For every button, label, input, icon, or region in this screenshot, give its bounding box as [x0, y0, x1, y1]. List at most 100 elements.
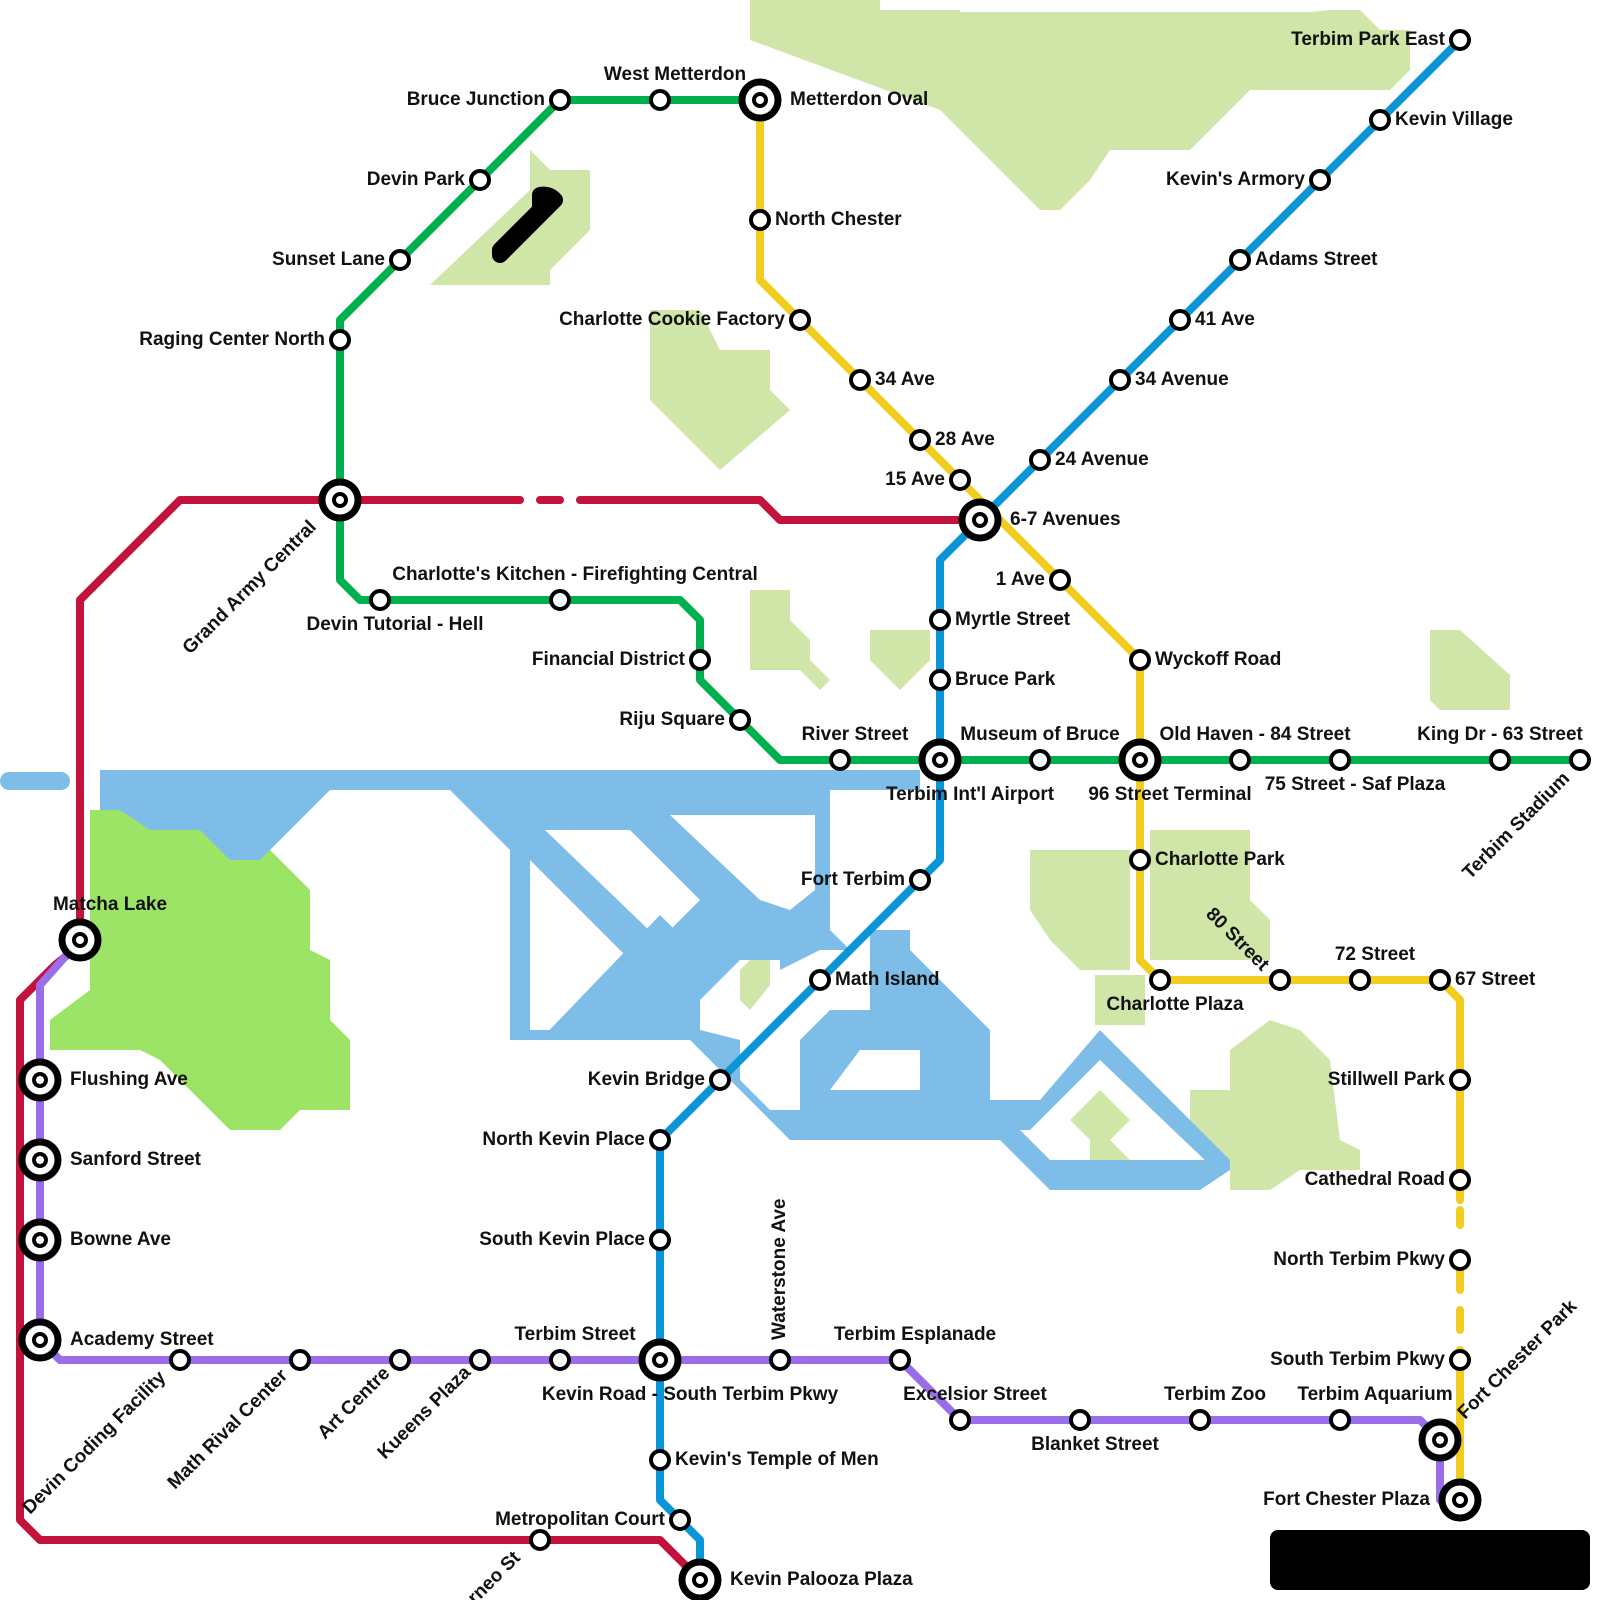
station-king-dr[interactable]: [1489, 749, 1511, 771]
label-king-dr: King Dr - 63 Street: [1417, 724, 1583, 745]
station-math-island[interactable]: [809, 969, 831, 991]
label-bruce-park: Bruce Park: [955, 669, 1056, 690]
station-wyckoff-road[interactable]: [1129, 649, 1151, 671]
water-diagonal-2: [640, 790, 770, 920]
hub-fort-chester-park[interactable]: [1418, 1418, 1462, 1462]
station-15-ave[interactable]: [949, 469, 971, 491]
station-kevin-bridge[interactable]: [709, 1069, 731, 1091]
label-terbim-park-east: Terbim Park East: [1291, 29, 1446, 50]
label-financial-district: Financial District: [532, 649, 686, 670]
station-charlotte-park[interactable]: [1129, 849, 1151, 871]
label-34-avenue: 34 Avenue: [1135, 369, 1229, 390]
hub-metterdon-oval[interactable]: [738, 78, 782, 122]
station-1-ave[interactable]: [1049, 569, 1071, 591]
station-excelsior-street[interactable]: [949, 1409, 971, 1431]
station-terbim-street[interactable]: [549, 1349, 571, 1371]
station-34-ave[interactable]: [849, 369, 871, 391]
park-charlotte-west: [1030, 850, 1130, 970]
station-metropolitan-court[interactable]: [669, 1509, 691, 1531]
label-34-ave: 34 Ave: [875, 369, 935, 390]
station-kueens-plaza[interactable]: [469, 1349, 491, 1371]
station-riju-square[interactable]: [729, 709, 751, 731]
hub-flushing-ave[interactable]: [18, 1058, 62, 1102]
water-lake-west-bank: [510, 830, 530, 1040]
station-80-street[interactable]: [1269, 969, 1291, 991]
station-kevin-village[interactable]: [1369, 109, 1391, 131]
label-96-street-terminal: 96 Street Terminal: [1088, 784, 1251, 805]
park-small-a: [750, 590, 830, 690]
yellow-line: [756, 96, 1464, 1204]
station-stillwell-park[interactable]: [1449, 1069, 1471, 1091]
hub-six-seven-avenues[interactable]: [958, 498, 1002, 542]
station-devin-tutorial[interactable]: [369, 589, 391, 611]
station-charlotte-cookie-factory[interactable]: [789, 309, 811, 331]
label-metterdon-oval: Metterdon Oval: [790, 89, 928, 110]
station-bruce-junction[interactable]: [549, 89, 571, 111]
station-kevins-armory[interactable]: [1309, 169, 1331, 191]
station-terbim-park-east[interactable]: [1449, 29, 1471, 51]
station-river-street[interactable]: [829, 749, 851, 771]
station-devin-coding[interactable]: [169, 1349, 191, 1371]
hub-kevin-road[interactable]: [638, 1338, 682, 1382]
label-cathedral-road: Cathedral Road: [1305, 1169, 1445, 1190]
station-75-street[interactable]: [1329, 749, 1351, 771]
station-adams-street[interactable]: [1229, 249, 1251, 271]
station-north-kevin-place[interactable]: [649, 1129, 671, 1151]
station-67-street[interactable]: [1429, 969, 1451, 991]
station-borneo-st[interactable]: [529, 1529, 551, 1551]
station-west-metterdon[interactable]: [649, 89, 671, 111]
station-south-terbim-pkwy[interactable]: [1449, 1349, 1471, 1371]
hub-kevin-palooza-plaza[interactable]: [678, 1558, 722, 1600]
station-financial-district[interactable]: [689, 649, 711, 671]
label-kevins-temple: Kevin's Temple of Men: [675, 1449, 879, 1470]
label-devin-tutorial: Devin Tutorial - Hell: [306, 614, 483, 635]
water-basin-hole: [830, 1050, 920, 1090]
station-28-ave[interactable]: [909, 429, 931, 451]
hub-96-street-terminal[interactable]: [1118, 738, 1162, 782]
hub-grand-army-central[interactable]: [318, 478, 362, 522]
station-raging-center-north[interactable]: [329, 329, 351, 351]
station-blanket-street[interactable]: [1069, 1409, 1091, 1431]
hub-bowne-ave[interactable]: [18, 1218, 62, 1262]
station-waterstone-ave[interactable]: [769, 1349, 791, 1371]
hub-terbim-intl-airport[interactable]: [918, 738, 962, 782]
station-myrtle-street[interactable]: [929, 609, 951, 631]
label-river-street: River Street: [802, 724, 909, 745]
station-41-ave[interactable]: [1169, 309, 1191, 331]
station-museum-of-bruce[interactable]: [1029, 749, 1051, 771]
hub-sanford-street[interactable]: [18, 1138, 62, 1182]
station-art-centre[interactable]: [389, 1349, 411, 1371]
label-72-street: 72 Street: [1335, 944, 1416, 965]
station-north-chester[interactable]: [749, 209, 771, 231]
label-67-street: 67 Street: [1455, 969, 1536, 990]
station-kevins-temple[interactable]: [649, 1449, 671, 1471]
station-north-terbim-pkwy[interactable]: [1449, 1249, 1471, 1271]
station-bruce-park[interactable]: [929, 669, 951, 691]
station-charlotte-plaza[interactable]: [1149, 969, 1171, 991]
station-terbim-stadium[interactable]: [1569, 749, 1591, 771]
water-basin: [800, 930, 1230, 1165]
station-terbim-zoo[interactable]: [1189, 1409, 1211, 1431]
label-art-centre: Art Centre: [314, 1363, 395, 1444]
station-terbim-aquarium[interactable]: [1329, 1409, 1351, 1431]
hub-fort-chester-plaza[interactable]: [1438, 1478, 1482, 1522]
station-math-rival[interactable]: [289, 1349, 311, 1371]
parks-layer: [430, 0, 1510, 1190]
station-devin-park[interactable]: [469, 169, 491, 191]
label-terbim-aquarium: Terbim Aquarium: [1297, 1384, 1452, 1405]
station-old-haven[interactable]: [1229, 749, 1251, 771]
station-34-avenue[interactable]: [1109, 369, 1131, 391]
station-charlottes-kitchen[interactable]: [549, 589, 571, 611]
station-south-kevin-place[interactable]: [649, 1229, 671, 1251]
station-cathedral-road[interactable]: [1449, 1169, 1471, 1191]
station-24-avenue[interactable]: [1029, 449, 1051, 471]
hub-academy-street[interactable]: [18, 1318, 62, 1362]
label-kevin-palooza-plaza: Kevin Palooza Plaza: [730, 1569, 913, 1590]
station-fort-terbim[interactable]: [909, 869, 931, 891]
hub-matcha-lake[interactable]: [58, 918, 102, 962]
station-sunset-lane[interactable]: [389, 249, 411, 271]
station-terbim-esplanade[interactable]: [889, 1349, 911, 1371]
station-72-street[interactable]: [1349, 969, 1371, 991]
